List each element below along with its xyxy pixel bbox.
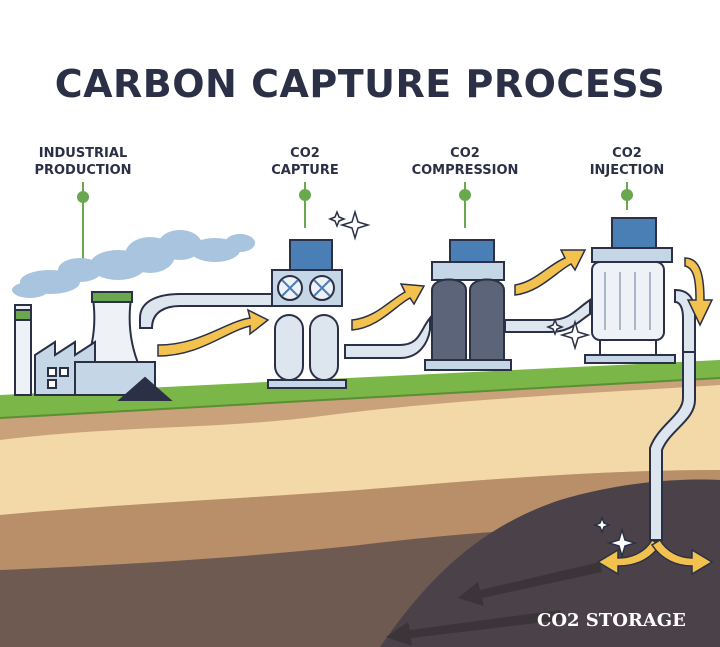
- label-industrial-production: INDUSTRIAL PRODUCTION: [23, 145, 143, 179]
- pipes: [139, 288, 696, 541]
- label-line: CAPTURE: [271, 163, 339, 178]
- arrow-storage-left: [596, 538, 662, 576]
- storage-rock: [380, 479, 720, 647]
- marker-dot-capture: [299, 189, 311, 201]
- compression-unit: [424, 239, 512, 371]
- diagram-title: CARBON CAPTURE PROCESS: [54, 62, 666, 106]
- arrow-storage-right: [650, 538, 714, 576]
- label-line: CO2: [290, 146, 320, 161]
- soil-middle-band: [0, 470, 720, 570]
- marker-dot-production: [77, 191, 89, 203]
- storage-arrows: [386, 562, 602, 646]
- label-line: PRODUCTION: [34, 163, 132, 178]
- arrow-to-compression: [351, 283, 426, 331]
- label-co2-capture: CO2 CAPTURE: [255, 145, 355, 179]
- soil-light-band: [0, 385, 720, 515]
- label-line: COMPRESSION: [411, 163, 519, 178]
- arrow-to-injection: [514, 249, 587, 296]
- marker-dot-injection: [621, 189, 633, 201]
- capture-tank-right: [309, 314, 339, 381]
- label-co2-compression: CO2 COMPRESSION: [400, 145, 530, 179]
- capture-tank-left: [274, 314, 304, 381]
- label-markers: [77, 182, 633, 262]
- coal-pile: [117, 376, 173, 401]
- label-co2-injection: CO2 INJECTION: [577, 145, 677, 179]
- marker-dot-compression: [459, 189, 471, 201]
- chimney: [14, 304, 32, 396]
- capture-solar-panel: [289, 239, 333, 271]
- arrow-to-capture: [157, 308, 270, 357]
- injection-solar-panel: [611, 217, 657, 249]
- flow-arrows: [157, 249, 714, 576]
- label-line: INDUSTRIAL: [38, 146, 128, 161]
- label-co2-storage: CO2 STORAGE: [537, 610, 686, 631]
- pipe-capture-compression: [344, 315, 431, 359]
- label-line: CO2: [612, 146, 642, 161]
- arrow-down-injection: [684, 257, 714, 327]
- grass-edge: [0, 377, 720, 419]
- injection-well: [649, 351, 696, 541]
- pipe-compression-injection: [504, 298, 591, 333]
- compression-tank-right: [469, 278, 505, 361]
- storage-arrow-upper: [458, 562, 602, 606]
- injection-tank: [591, 261, 665, 341]
- smoke-clouds: [12, 230, 255, 298]
- grass-strip: [0, 360, 720, 418]
- capture-unit: [267, 239, 347, 389]
- sparkles: [327, 209, 638, 559]
- compression-tank-left: [431, 278, 467, 361]
- label-line: CO2: [450, 146, 480, 161]
- injection-unit: [584, 217, 676, 364]
- label-line: INJECTION: [589, 163, 665, 178]
- factory: [14, 291, 173, 401]
- ground-layers: [0, 360, 720, 647]
- storage-arrow-lower: [386, 610, 562, 646]
